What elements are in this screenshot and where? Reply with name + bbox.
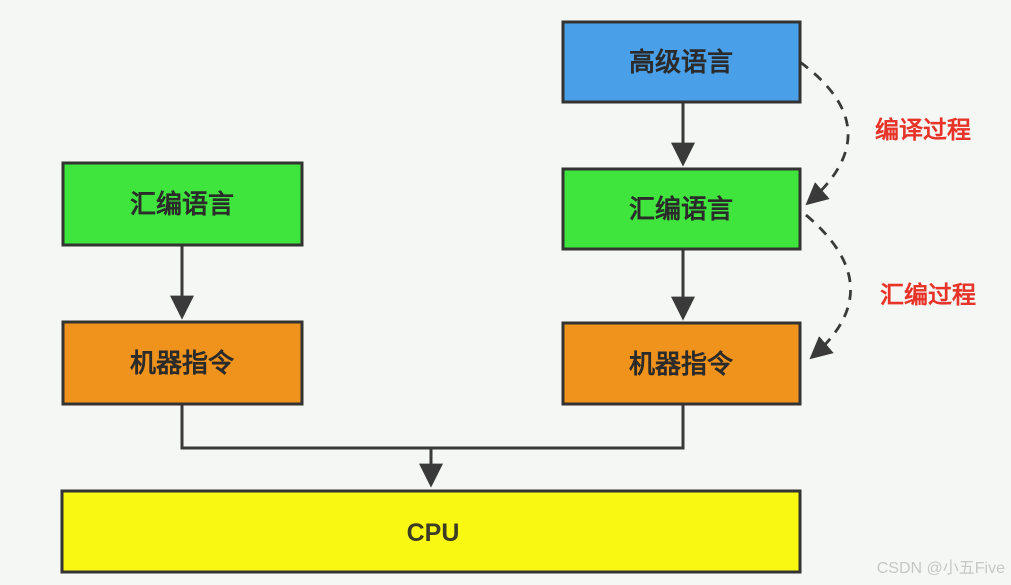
node-assembly-language-left: 汇编语言 (61, 161, 304, 247)
node-assembly-language-right: 汇编语言 (561, 167, 802, 251)
machine-instructions-right-box (561, 321, 802, 406)
assembly-language-right-label: 汇编语言 (629, 194, 733, 224)
assembly-language-right-box (561, 167, 802, 251)
high-level-language-box (561, 20, 802, 104)
node-cpu: CPU (60, 489, 802, 574)
assembly-language-left-box (61, 161, 304, 247)
compile-process-label: 编译过程 (875, 116, 971, 144)
csdn-watermark: CSDN @小五Five (877, 559, 1005, 577)
node-high-level-language: 高级语言 (561, 20, 802, 104)
machine-instructions-left-label: 机器指令 (130, 348, 235, 378)
dashed-curve-assemble-process (805, 213, 852, 360)
high-level-language-label: 高级语言 (629, 47, 733, 77)
dashed-curve-compile-process (799, 60, 850, 206)
node-machine-instructions-right: 机器指令 (561, 321, 802, 406)
assemble-process-label: 汇编过程 (880, 281, 976, 309)
cpu-label: CPU (407, 519, 460, 547)
cpu-box (60, 489, 802, 574)
machine-instructions-right-label: 机器指令 (629, 349, 734, 379)
assembly-language-left-label: 汇编语言 (130, 189, 234, 219)
machine-instructions-left-box (61, 320, 304, 406)
node-machine-instructions-left: 机器指令 (61, 320, 304, 406)
